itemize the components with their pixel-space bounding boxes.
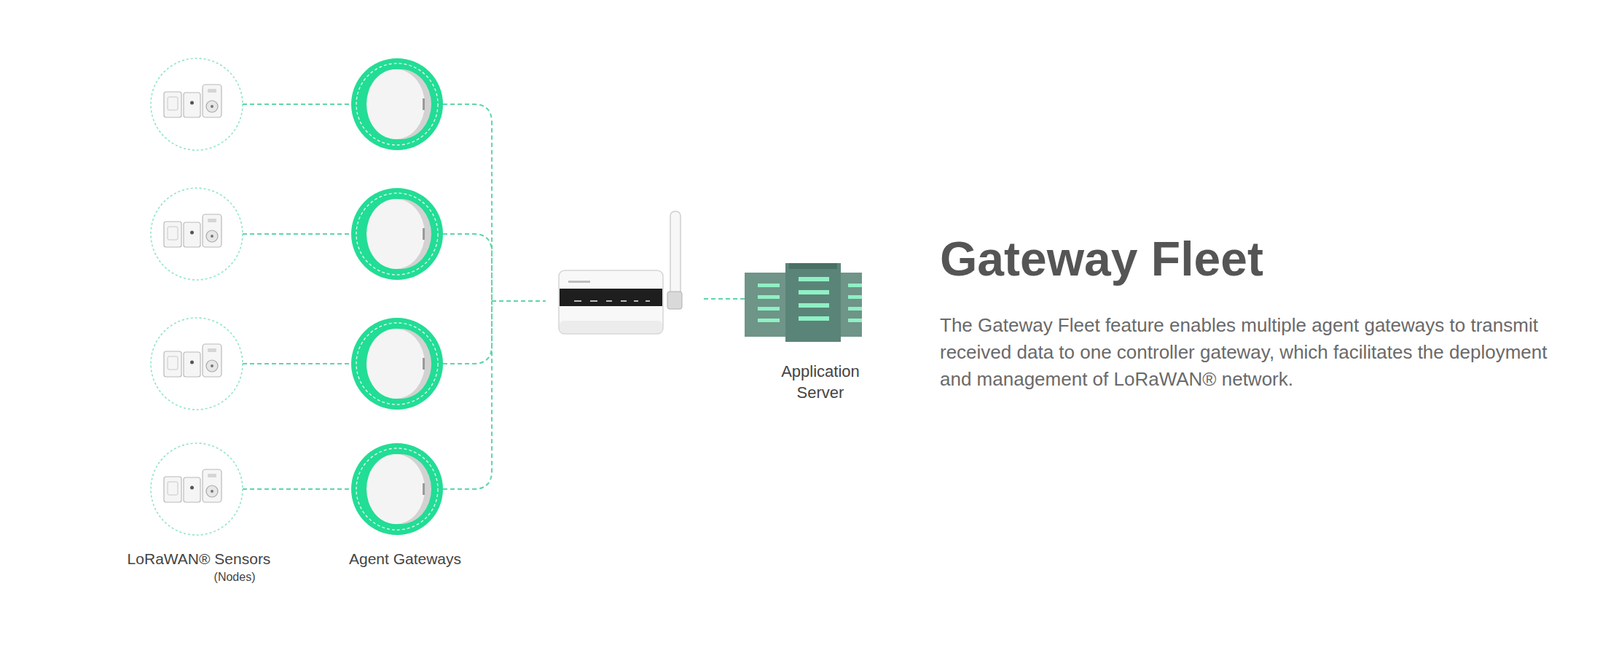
dashed-link — [242, 488, 352, 490]
column-label: Agent Gateways — [288, 550, 522, 568]
dashed-link — [491, 300, 546, 302]
node-label: Application Server — [769, 360, 872, 403]
sensor-group-icon — [150, 58, 243, 151]
sensor-group-icon — [150, 187, 243, 280]
column-sublabel: (Nodes) — [118, 569, 352, 585]
agent-gateway-icon — [351, 442, 443, 535]
dashed-link — [442, 104, 492, 301]
description-text: The Gateway Fleet feature enables multip… — [939, 311, 1560, 393]
server-icon — [744, 263, 862, 342]
dashed-link — [703, 297, 745, 300]
dashed-link — [442, 300, 492, 489]
agent-gateway-icon — [351, 317, 443, 410]
column-label: LoRaWAN® Sensors — [82, 550, 316, 568]
sensor-group-icon — [150, 442, 243, 535]
heading: Gateway Fleet — [939, 230, 1264, 287]
agent-gateway-icon — [351, 58, 443, 151]
controller-gateway-icon — [558, 211, 682, 334]
agent-gateway-icon — [351, 187, 443, 280]
dashed-link — [242, 233, 352, 235]
dashed-link — [442, 233, 492, 301]
dashed-link — [442, 300, 492, 364]
sensor-group-icon — [150, 317, 243, 410]
dashed-link — [242, 103, 352, 105]
dashed-link — [242, 362, 352, 365]
server-node: Application Server — [735, 258, 894, 405]
